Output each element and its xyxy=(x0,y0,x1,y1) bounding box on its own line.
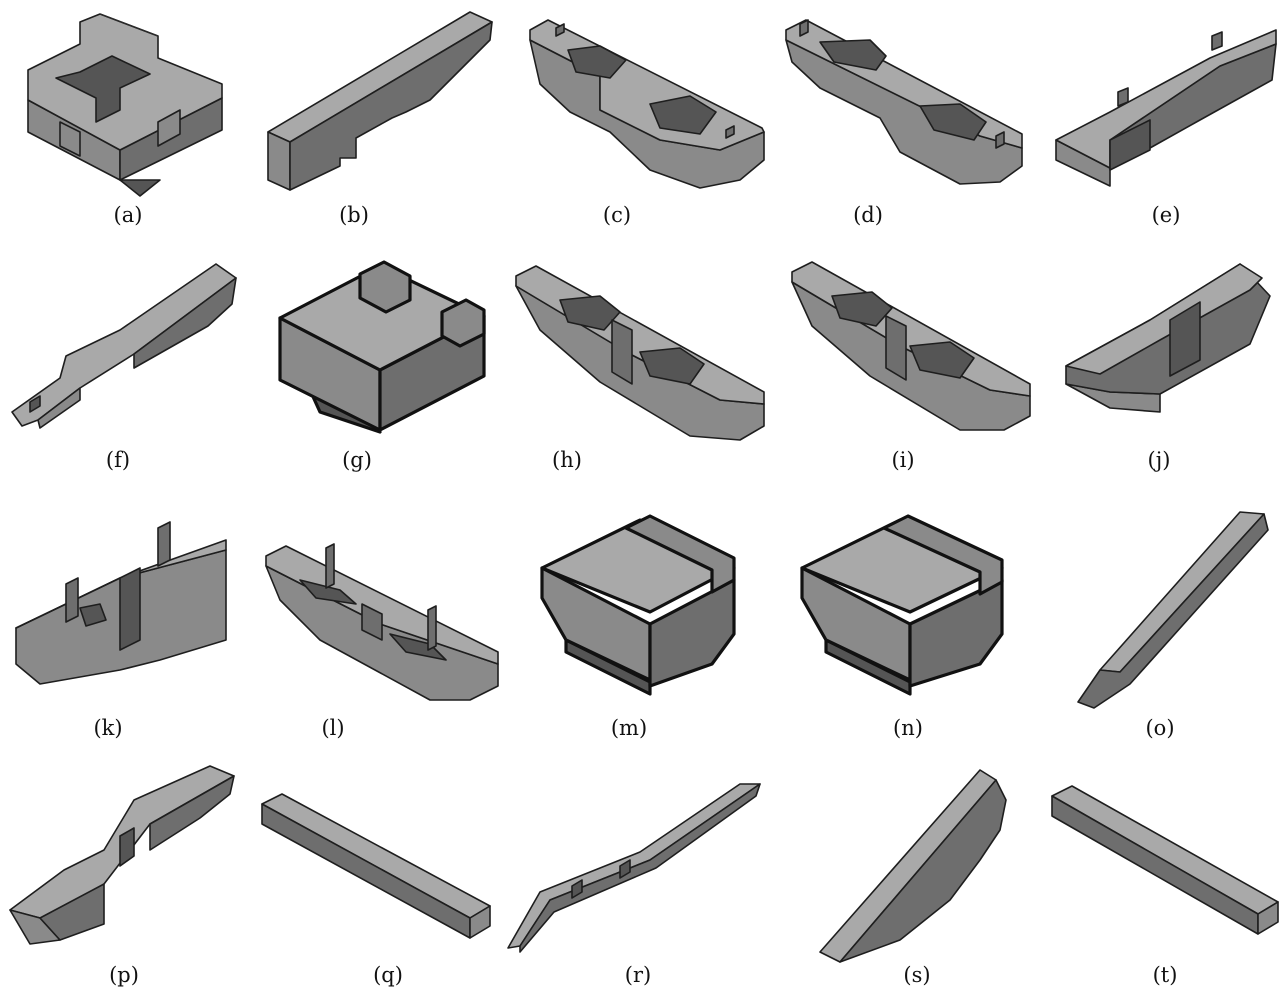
label-f: (f) xyxy=(106,448,130,472)
part-a xyxy=(27,13,223,197)
part-m xyxy=(540,514,736,696)
part-b xyxy=(267,11,493,191)
label-n: (n) xyxy=(893,716,923,740)
part-d xyxy=(785,19,1023,185)
part-q xyxy=(261,793,491,939)
part-c xyxy=(529,19,765,189)
part-l xyxy=(265,543,499,701)
label-h: (h) xyxy=(552,448,582,472)
part-n xyxy=(800,514,1004,696)
part-h xyxy=(515,265,765,441)
label-k: (k) xyxy=(93,716,122,740)
part-t xyxy=(1051,785,1279,935)
label-c: (c) xyxy=(603,203,631,227)
label-s: (s) xyxy=(903,963,930,987)
part-k xyxy=(15,521,227,685)
part-s xyxy=(819,769,1007,963)
part-e xyxy=(1055,29,1277,187)
part-o xyxy=(1077,511,1269,709)
label-l: (l) xyxy=(321,716,344,740)
label-o: (o) xyxy=(1145,716,1174,740)
label-j: (j) xyxy=(1148,448,1171,472)
label-b: (b) xyxy=(339,203,369,227)
part-p xyxy=(9,765,235,945)
label-p: (p) xyxy=(109,963,139,987)
label-m: (m) xyxy=(611,716,647,740)
label-t: (t) xyxy=(1153,963,1178,987)
label-d: (d) xyxy=(853,203,883,227)
part-j xyxy=(1065,263,1271,413)
label-r: (r) xyxy=(625,963,651,987)
label-i: (i) xyxy=(891,448,914,472)
part-r xyxy=(507,783,761,953)
part-g xyxy=(278,260,486,434)
label-e: (e) xyxy=(1152,203,1181,227)
part-f xyxy=(11,263,237,429)
label-q: (q) xyxy=(373,963,403,987)
label-g: (g) xyxy=(342,448,372,472)
label-a: (a) xyxy=(114,203,143,227)
part-i xyxy=(791,261,1031,431)
